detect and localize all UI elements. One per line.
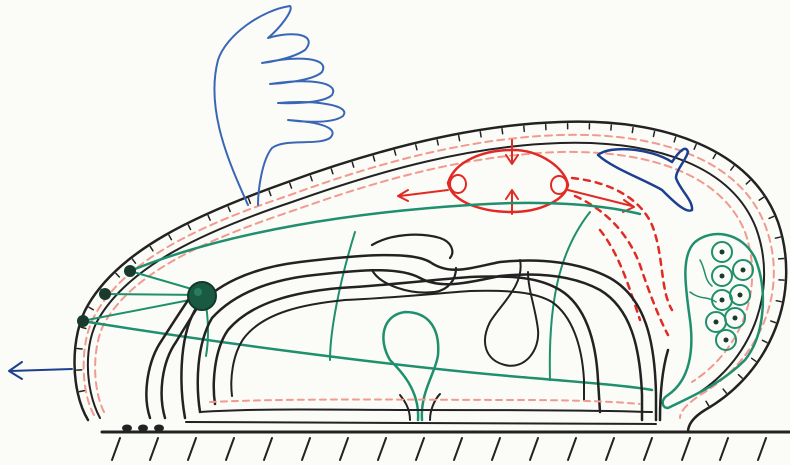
- substrate-hatch-line: [454, 438, 462, 460]
- substrate-hatch-line: [226, 438, 234, 460]
- substrate-hatch-line: [644, 438, 652, 460]
- body-wall-lining: [84, 135, 774, 418]
- substrate-hatch-line: [150, 438, 158, 460]
- respiratory-plume: [214, 6, 344, 205]
- wall-tick: [116, 273, 119, 277]
- wall-tick: [759, 197, 763, 200]
- foot-lining: [210, 400, 640, 405]
- wall-tick: [632, 128, 633, 133]
- ganglion-icon: [188, 282, 216, 310]
- substrate-hatching: [112, 438, 766, 460]
- wall-tick: [150, 247, 153, 251]
- wall-tick: [713, 154, 715, 158]
- wall-tick: [331, 169, 333, 174]
- substrate-hatch-line: [568, 438, 576, 460]
- wall-tick: [373, 156, 374, 161]
- egg-nucleus: [720, 298, 725, 303]
- front-dots: [122, 425, 164, 432]
- wall-tick: [459, 136, 460, 141]
- wall-tick: [169, 235, 171, 239]
- nerve-network: [82, 203, 652, 420]
- wall-tick: [416, 145, 417, 150]
- egg-nucleus: [720, 250, 725, 255]
- wall-tick: [132, 259, 135, 263]
- egg-nucleus: [720, 274, 725, 279]
- substrate-hatch-line: [682, 438, 690, 460]
- wall-tick: [502, 129, 503, 134]
- wall-tick: [776, 301, 781, 302]
- wall-tick: [738, 375, 742, 378]
- egg-icon-group: [706, 242, 753, 350]
- wall-tick: [269, 191, 271, 196]
- wall-tick: [79, 391, 84, 392]
- wall-tick: [311, 176, 313, 181]
- substrate-hatch-line: [302, 438, 310, 460]
- wall-tick: [694, 145, 696, 150]
- wall-tick: [752, 358, 756, 361]
- wall-tick: [249, 199, 251, 204]
- substrate-hatch-line: [492, 438, 500, 460]
- egg-nucleus: [741, 268, 746, 273]
- wall-tick: [208, 216, 210, 221]
- substrate-hatch-line: [758, 438, 766, 460]
- wall-tick: [352, 162, 353, 167]
- egg-nucleus: [733, 316, 738, 321]
- substrate: [102, 432, 790, 460]
- wall-tick: [674, 137, 675, 142]
- wall-tick: [188, 225, 190, 229]
- substrate-hatch-line: [606, 438, 614, 460]
- substrate-hatch-line: [188, 438, 196, 460]
- wall-tick: [290, 183, 292, 188]
- wall-tick: [89, 307, 93, 310]
- wall-tick: [762, 340, 766, 342]
- inner-organs: [146, 235, 668, 424]
- substrate-hatch-line: [264, 438, 272, 460]
- wall-tick: [437, 140, 438, 145]
- egg-nucleus: [714, 320, 719, 325]
- wall-tick: [771, 321, 776, 323]
- wall-tick: [731, 166, 734, 170]
- wall-tick: [653, 132, 654, 137]
- wall-tick: [228, 207, 230, 212]
- egg-nucleus: [738, 293, 743, 298]
- wall-tick: [480, 132, 481, 137]
- wall-tick: [746, 181, 750, 184]
- substrate-hatch-line: [530, 438, 538, 460]
- substrate-hatch-line: [340, 438, 348, 460]
- wall-tick: [81, 327, 86, 328]
- substrate-hatch-line: [720, 438, 728, 460]
- wall-tick: [394, 150, 395, 155]
- wall-tick: [769, 216, 774, 218]
- wall-tick: [723, 389, 726, 393]
- left-arrow-icon: [9, 362, 72, 379]
- egg-nucleus: [724, 338, 729, 343]
- substrate-hatch-line: [416, 438, 424, 460]
- substrate-hatch-line: [112, 438, 120, 460]
- wall-tick: [775, 237, 780, 238]
- substrate-hatch-line: [378, 438, 386, 460]
- wall-tick: [706, 401, 709, 405]
